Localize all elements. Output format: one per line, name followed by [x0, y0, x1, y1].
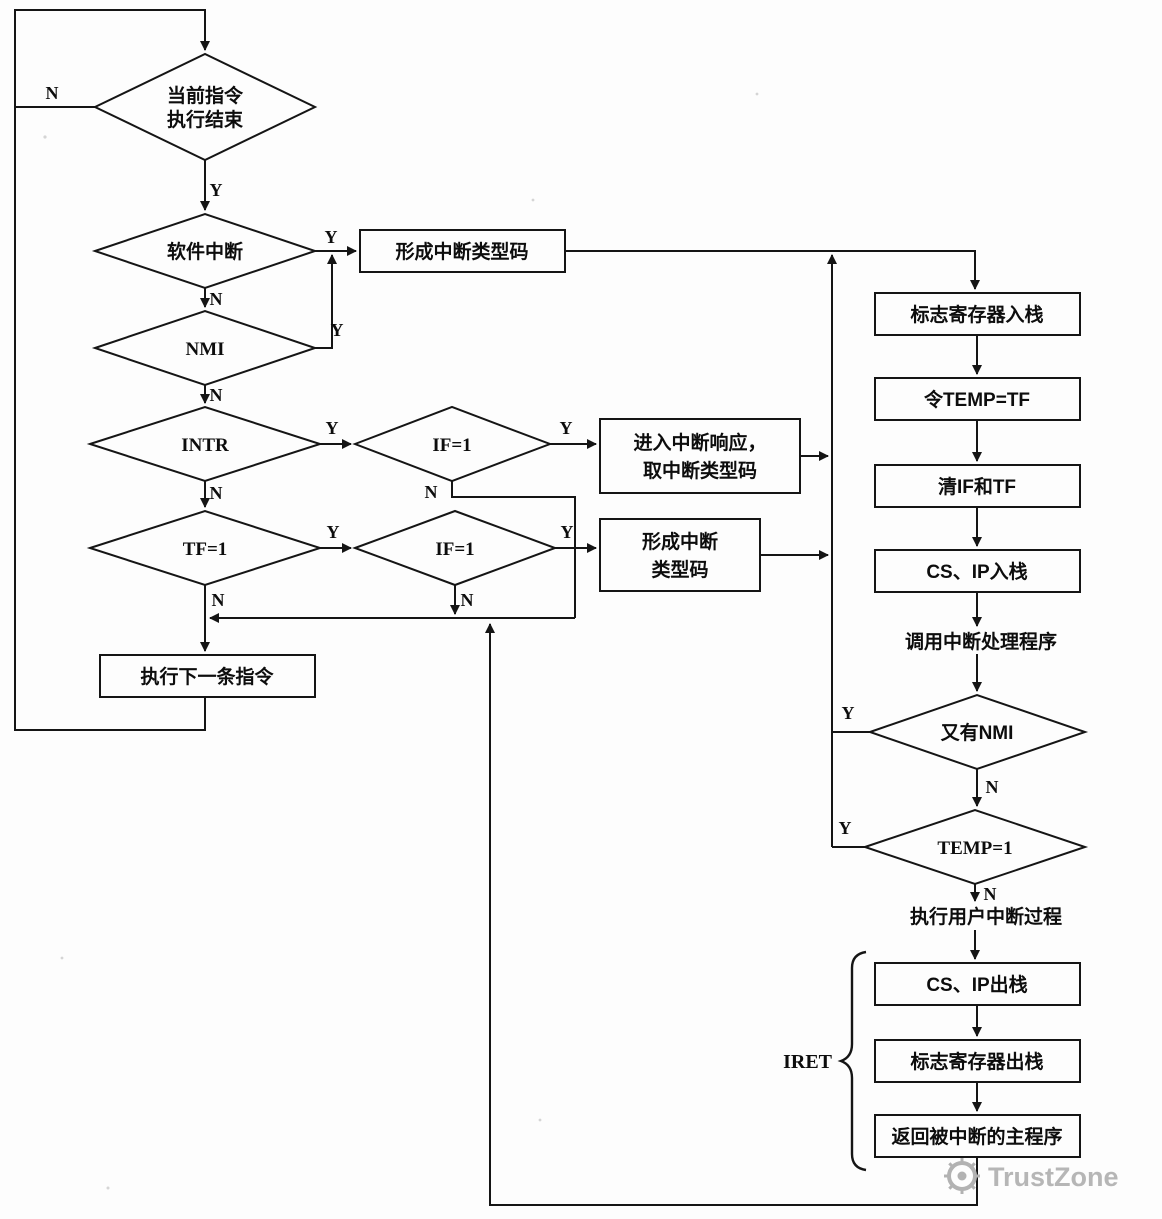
decision-nmi — [91, 309, 319, 387]
box-pop-cs-ip-label: CS、IP出栈 — [926, 973, 1027, 996]
decision-current-instruction-label-1: 当前指令 — [167, 84, 244, 107]
label-no-current: N — [46, 83, 59, 103]
iret-brace — [837, 950, 867, 1172]
label-no-soft: N — [210, 289, 223, 309]
edge-ifupper-no — [451, 481, 576, 618]
label-yes-nmi-again: Y — [842, 703, 855, 723]
label-no-temp: N — [984, 884, 997, 904]
decision-if-upper-label: IF=1 — [432, 435, 471, 456]
decision-intr-label: INTR — [181, 435, 229, 456]
decision-current-instruction — [92, 52, 318, 162]
label-no-nmi: N — [210, 385, 223, 405]
scan-artifacts — [43, 92, 759, 1190]
box-push-cs-ip-label: CS、IP入栈 — [926, 560, 1027, 583]
box-form-type-code-1 — [359, 229, 566, 273]
process-nodes: 形成中断类型码 进入中断响应， 取中断类型码 形成中断 类型码 执行下一条指令 … — [99, 229, 1081, 1158]
label-no-if-upper: N — [425, 482, 438, 502]
box-return-main-program — [874, 1114, 1081, 1158]
decision-if-lower-label: IF=1 — [435, 539, 474, 560]
box-enter-interrupt-response-label-1: 进入中断响应， — [633, 431, 766, 454]
trustzone-watermark-text: TrustZone — [988, 1162, 1119, 1192]
label-no-tf: N — [212, 590, 225, 610]
box-clear-if-tf — [874, 464, 1081, 508]
branch-labels: N Y Y N Y N Y N Y N Y N Y N Y N Y N — [46, 83, 999, 904]
decision-nmi-again-label: 又有NMI — [941, 721, 1014, 744]
box-enter-interrupt-response — [599, 418, 801, 494]
box-temp-equals-tf-label: 令TEMP=TF — [924, 388, 1030, 411]
decision-temp-label: TEMP=1 — [937, 838, 1012, 859]
decision-nmi-again — [866, 693, 1089, 771]
label-no-intr: N — [210, 483, 223, 503]
box-pop-cs-ip — [874, 962, 1081, 1006]
decision-nmi-label: NMI — [185, 339, 224, 360]
label-yes-temp: Y — [839, 818, 852, 838]
trustzone-gear-icon — [944, 1158, 980, 1194]
box-pop-flags — [874, 1039, 1081, 1083]
edge-return-loop — [485, 623, 978, 1206]
decision-software-interrupt-label: 软件中断 — [167, 240, 243, 263]
box-push-cs-ip — [874, 549, 1081, 593]
decision-intr — [86, 405, 324, 483]
box-temp-equals-tf — [874, 377, 1081, 421]
connectors — [14, 9, 982, 1206]
decision-if-lower — [352, 509, 558, 587]
label-yes-current: Y — [210, 180, 223, 200]
iret-group: IRET — [783, 950, 867, 1172]
box-return-main-program-label: 返回被中断的主程序 — [891, 1125, 1062, 1148]
box-form-type-code-2 — [599, 518, 761, 592]
iret-label: IRET — [783, 1051, 833, 1073]
box-clear-if-tf-label: 清IF和TF — [938, 475, 1016, 498]
label-yes-intr: Y — [326, 418, 339, 438]
watermark: TrustZone — [944, 1158, 1119, 1194]
label-no-nmi-again: N — [986, 777, 999, 797]
decision-tf — [86, 509, 324, 587]
box-enter-interrupt-response-label-2: 取中断类型码 — [643, 459, 757, 482]
text-execute-user-interrupt: 执行用户中断过程 — [910, 905, 1062, 928]
label-yes-if-lower: Y — [561, 522, 574, 542]
decision-current-instruction-label-2: 执行结束 — [167, 108, 244, 131]
edge-nmi-yes — [315, 254, 337, 349]
text-call-interrupt-handler: 调用中断处理程序 — [905, 630, 1057, 653]
decision-software-interrupt — [91, 212, 319, 290]
decision-nodes: 当前指令 执行结束 软件中断 NMI INTR TF=1 IF=1 IF=1 又… — [86, 52, 1089, 886]
label-yes-soft: Y — [325, 227, 338, 247]
label-yes-tf: Y — [327, 522, 340, 542]
edge-main-loop — [14, 9, 210, 731]
box-pop-flags-label: 标志寄存器出栈 — [910, 1050, 1043, 1073]
decision-temp — [861, 808, 1089, 886]
box-form-type-code-2-label-1: 形成中断 — [642, 530, 718, 553]
box-push-flags-label: 标志寄存器入栈 — [910, 303, 1043, 326]
label-yes-if-upper: Y — [560, 418, 573, 438]
decision-tf-label: TF=1 — [183, 539, 228, 560]
box-form-type-code-1-label: 形成中断类型码 — [395, 240, 528, 263]
box-push-flags — [874, 292, 1081, 336]
label-no-if-lower: N — [461, 590, 474, 610]
label-yes-nmi: Y — [331, 320, 344, 340]
box-execute-next-instruction-label: 执行下一条指令 — [140, 665, 274, 688]
decision-if-upper — [352, 405, 553, 483]
edge-formcode-to-pushflags — [565, 250, 980, 290]
box-execute-next-instruction — [99, 654, 316, 698]
box-form-type-code-2-label-2: 类型码 — [651, 558, 708, 581]
